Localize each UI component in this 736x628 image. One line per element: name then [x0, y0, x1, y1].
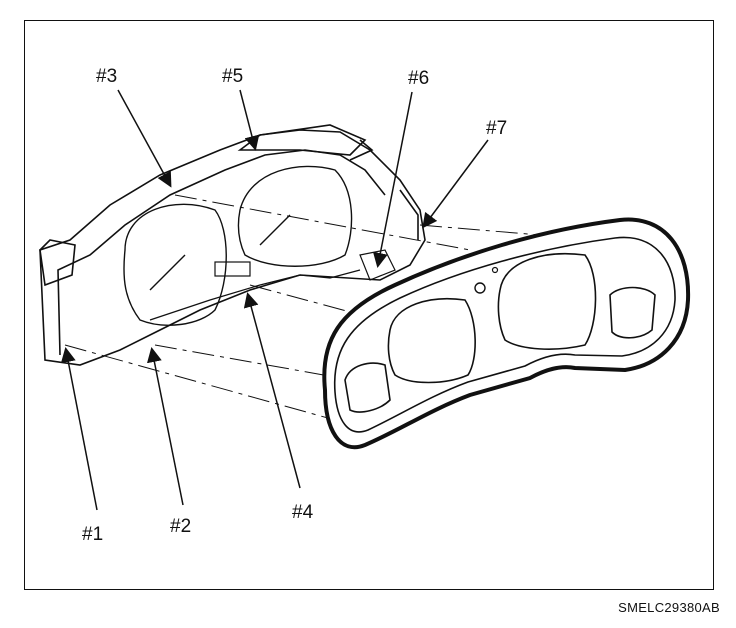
- callout-4: #4: [292, 502, 314, 523]
- figure-code: SMELC29380AB: [618, 600, 720, 615]
- callout-5: #5: [222, 66, 243, 87]
- callout-6: #6: [408, 68, 429, 89]
- callout-1: #1: [82, 524, 103, 545]
- callout-2: #2: [170, 516, 191, 537]
- speedometer-gauge: [123, 203, 227, 326]
- diagram-frame: [24, 20, 714, 590]
- tachometer-gauge: [237, 165, 353, 267]
- callout-3: #3: [96, 66, 117, 87]
- cluster-housing: [39, 124, 426, 366]
- callout-leaders: [60, 89, 489, 511]
- circuit-board: [149, 249, 396, 321]
- callout-7: #7: [486, 118, 507, 139]
- cluster-bezel: [322, 217, 691, 449]
